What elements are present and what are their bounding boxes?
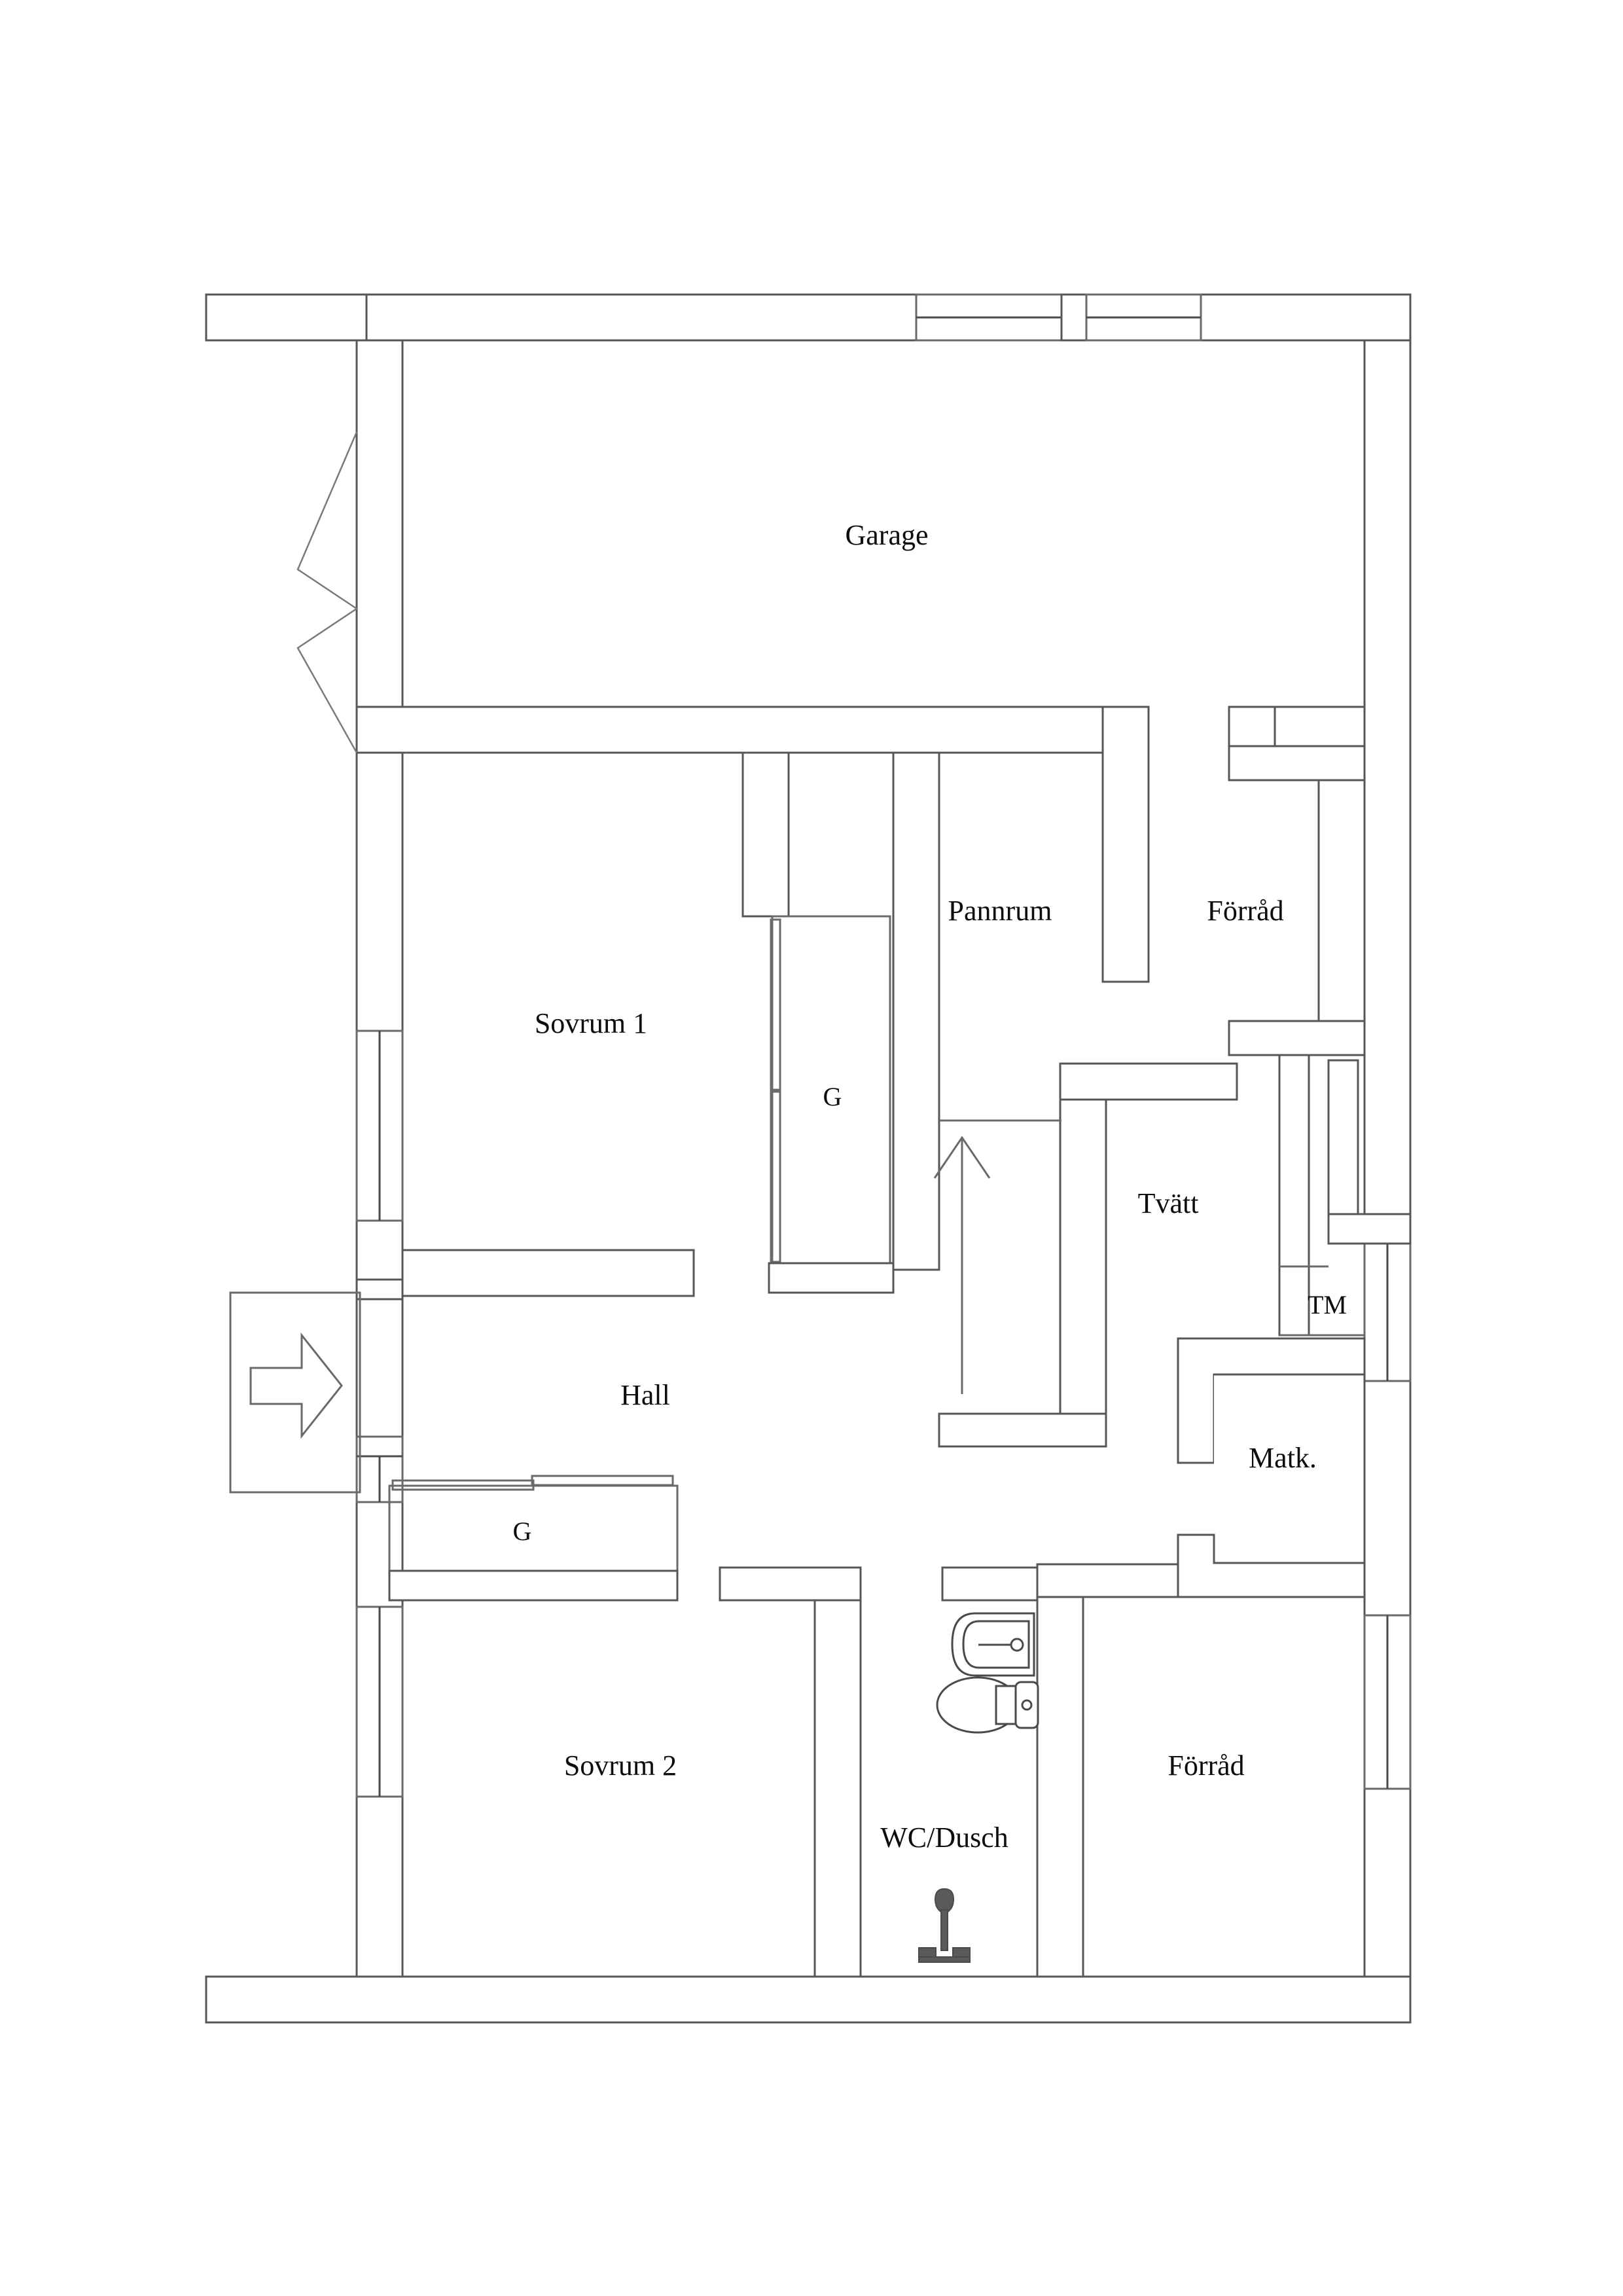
wall-pannrum-right-upper	[1101, 706, 1150, 983]
wall-corridor-right	[1059, 1062, 1107, 1448]
toilet	[936, 1676, 1039, 1734]
wall-wardrobe2-base	[388, 1570, 679, 1602]
wall-tm-right	[1327, 1059, 1359, 1215]
wall-top-garage-right	[1200, 293, 1412, 342]
wall-forrad-top-shelf	[1228, 745, 1366, 781]
wall-garage-left	[355, 339, 404, 754]
room-label-forrad-bottom: Förråd	[1168, 1749, 1244, 1782]
room-label-wc-dusch: WC/Dusch	[880, 1821, 1008, 1854]
wall-top-left-stub	[205, 293, 368, 342]
wall-forrad-top-left	[1228, 706, 1276, 751]
room-label-tvatt: Tvätt	[1138, 1187, 1199, 1219]
room-label-wardrobe-sovrum1: G	[823, 1082, 842, 1111]
wall-wc-left-stub	[941, 1566, 1039, 1602]
wardrobe-hall	[388, 1475, 679, 1575]
wall-forrad-top-right	[1317, 779, 1366, 1022]
wall-top-garage-left	[206, 293, 918, 342]
sovrum1-window	[355, 1030, 404, 1222]
forrad-window	[1363, 1614, 1412, 1790]
room-label-hall: Hall	[620, 1379, 670, 1411]
wall-corridor-top	[1059, 1062, 1238, 1101]
room-label-forrad-top: Förråd	[1207, 895, 1283, 927]
wall-forrad-bottom-left	[1036, 1563, 1084, 1978]
wall-tm-left	[1278, 1054, 1310, 1336]
room-label-sovrum2: Sovrum 2	[564, 1749, 677, 1782]
wall-sovrum2-right	[813, 1596, 862, 1978]
sovrum2-window	[355, 1605, 404, 1798]
wall-garage-south	[355, 706, 1150, 754]
wall-hall-entry-jamb-top	[355, 1278, 404, 1300]
hall-entrance-door[interactable]	[355, 1435, 404, 1503]
stair-up-arrow	[933, 1136, 991, 1394]
room-label-wardrobe-hall: G	[513, 1516, 532, 1546]
garage-window-left	[915, 293, 1063, 342]
bathroom-sink	[951, 1612, 1035, 1677]
wall-wardrobe1-base	[768, 1262, 895, 1294]
folding-garage-door[interactable]	[296, 431, 359, 753]
room-label-sovrum1: Sovrum 1	[535, 1007, 647, 1039]
wall-pannrum-left	[892, 751, 940, 1271]
wall-tm-ledge	[1327, 1213, 1412, 1245]
wall-sovrum2-top-stub	[719, 1566, 862, 1602]
room-label-garage: Garage	[845, 519, 928, 551]
shower-drain	[918, 1888, 971, 1963]
wall-sovrum1-bottom	[401, 1249, 695, 1297]
wall-bottom-outer	[205, 1975, 1412, 2024]
room-label-pannrum: Pannrum	[948, 895, 1052, 927]
wardrobe-sovrum1	[770, 915, 891, 1265]
entry-direction-arrow	[229, 1291, 361, 1494]
wall-forrad-top-bottom	[1228, 1020, 1366, 1056]
room-label-matk: Matk.	[1249, 1442, 1317, 1474]
room-label-tm: TM	[1308, 1290, 1347, 1319]
wall-pier-between-garage-windows	[1060, 293, 1088, 342]
wall-forrad-bottom-top	[1036, 1563, 1179, 1598]
wall-corridor-bottom	[938, 1412, 1107, 1448]
wall-sovrum1-right-upper	[741, 751, 790, 918]
garage-window-right	[1085, 293, 1202, 342]
